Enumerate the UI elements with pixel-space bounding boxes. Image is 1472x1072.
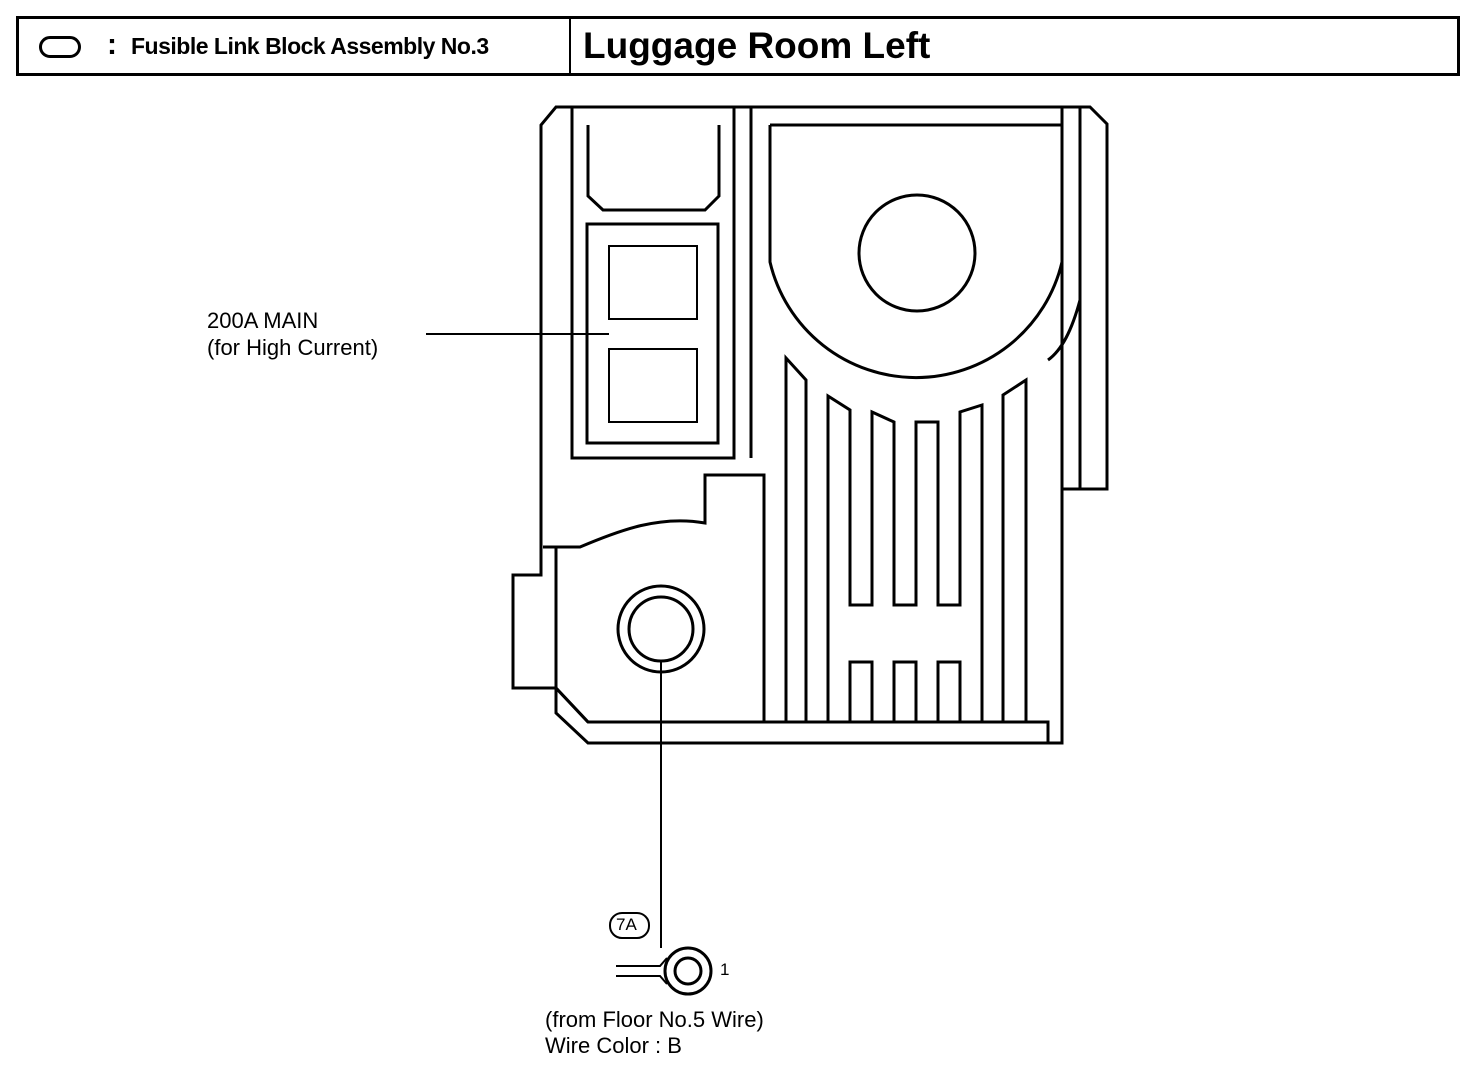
lower-terminal-inner-edge	[554, 686, 590, 724]
fuse-element-lower	[608, 348, 698, 423]
connector-code-label: 7A	[616, 915, 637, 934]
terminal-cover-arc	[768, 125, 1064, 380]
connector-code-badge	[609, 912, 650, 939]
fuse-main-label: 200A MAIN	[207, 308, 319, 333]
fuse-desc-label: (for High Current)	[207, 335, 379, 360]
wire-color-label: Wire Color : B	[545, 1033, 682, 1058]
output-terminal-outer	[616, 584, 706, 674]
ring-terminal-wire	[616, 957, 668, 985]
wire-source-label: (from Floor No.5 Wire)	[545, 1007, 764, 1032]
component-code-oval	[39, 36, 81, 58]
right-slope-rib	[1047, 299, 1082, 362]
cooling-rib	[826, 393, 984, 724]
block-inner-outline	[543, 545, 1050, 743]
title-bar: : Fusible Link Block Assembly No.3 Lugga…	[16, 16, 1460, 76]
component-title-cell: : Fusible Link Block Assembly No.3	[19, 19, 571, 73]
location-title: Luggage Room Left	[583, 25, 931, 66]
fuse-element-upper	[608, 245, 698, 320]
right-housing-frame	[749, 107, 1082, 489]
output-terminal-inner	[627, 595, 695, 663]
component-name: Fusible Link Block Assembly No.3	[131, 33, 489, 59]
ring-terminal-inner	[673, 956, 703, 986]
battery-terminal-stud	[857, 193, 977, 313]
fuse-holder-top-slot	[586, 125, 721, 212]
fuse-holder-frame	[570, 107, 736, 460]
ring-terminal-outer	[663, 946, 713, 996]
connector-pin-number: 1	[720, 960, 730, 979]
title-colon: :	[107, 28, 117, 61]
lower-terminal-housing	[556, 473, 766, 722]
block-outer-outline	[511, 105, 1109, 745]
cooling-rib	[784, 354, 808, 724]
cooling-rib	[1001, 377, 1028, 724]
